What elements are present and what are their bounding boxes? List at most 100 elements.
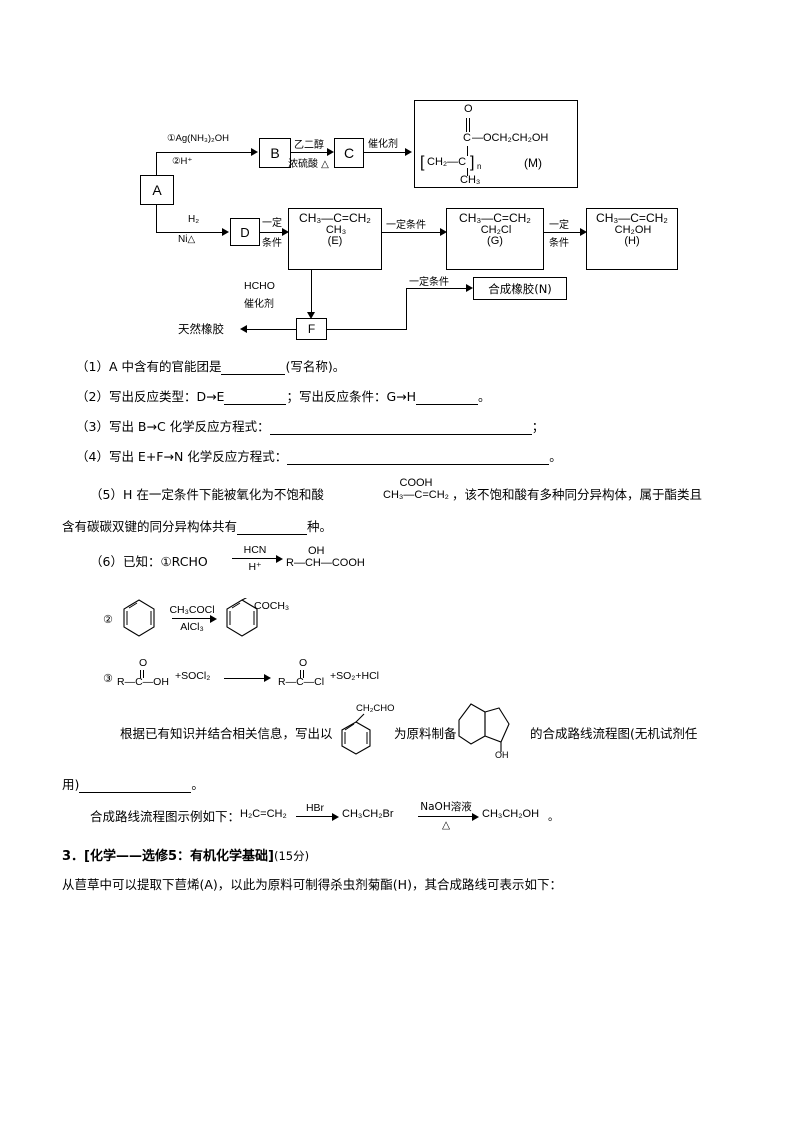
flowchart-box-h: [586, 208, 678, 270]
hint-3-product-tail: +SO₂+HCl: [330, 670, 380, 682]
box-f-label: F: [307, 322, 316, 336]
hint-2-reagent-below: AlCl₃: [180, 621, 204, 633]
question-4: （4）写出 E+F→N 化学反应方程式： 。: [76, 446, 562, 465]
example-route-arrow-1: HBr: [296, 802, 334, 817]
connector-a-up: [156, 152, 157, 176]
flowchart-box-c: C: [334, 138, 364, 168]
question-4-text: （4）写出 E+F→N 化学反应方程式：: [76, 449, 288, 464]
section-3-intro-text: 从苣草中可以提取下苣烯(A)，以此为原料可制得杀虫剂菊酯(H)，其合成路线可表示…: [62, 877, 562, 892]
arrowhead-g-to-h: [580, 228, 587, 236]
condition-sulfuric-acid: 浓硫酸 △: [288, 159, 329, 170]
hint-3-arrowhead: [264, 674, 271, 682]
connector-a-down: [156, 205, 157, 232]
synthesis-flowchart: A ①Ag(NH₃)₂OH ②H⁺ B 乙二醇 浓硫酸 △ C 催化剂: [0, 0, 794, 345]
section-3-score: (15分): [273, 849, 310, 863]
condition-certain-synthetic: 一定条件: [409, 277, 449, 288]
example-route-start: H₂C=CH₂: [240, 808, 287, 820]
question-6-task-text-b: 为原料制备: [394, 726, 457, 741]
question-5-acid-structure: COOH CH₃—C=CH₂: [376, 477, 456, 501]
question-6-task-text-c: 的合成路线流程图(无机试剂任: [530, 726, 698, 741]
arrowhead-a-to-b: [251, 148, 258, 156]
example-route-reagent-2: NaOH溶液: [420, 801, 472, 813]
condition-certain-cond-1: 一定条件: [386, 220, 426, 231]
hint-2-product-ring: [226, 598, 258, 637]
question-6-task-b: 为原料制备: [394, 723, 457, 742]
question-3-tail: ；: [531, 419, 545, 434]
section-3-number: 3．: [62, 849, 85, 864]
question-2-text-b: ；写出反应条件：G→H: [286, 389, 417, 404]
e-branch: CH₃: [325, 223, 347, 236]
arrowhead-e-to-f: [307, 312, 315, 319]
condition-h2: H₂: [188, 214, 200, 225]
hint-2-product-label: COCH₃: [254, 600, 290, 612]
condition-certain-3a: 一定: [549, 220, 569, 231]
example-route-arrow-2: NaOH溶液 △: [418, 801, 474, 831]
e-compound-label: (E): [327, 235, 343, 248]
h-branch: CH₂OH: [614, 223, 652, 236]
m-structure: O C —OCH₂CH₂OH [ CH₂—C ] n CH₃ (M): [414, 100, 578, 188]
m-ester-group: —OCH₂CH₂OH: [472, 132, 549, 144]
arrowhead-d-to-e: [282, 228, 289, 236]
question-5-text-b: ，该不饱和酸有多种同分异构体，属于酯类且: [452, 484, 702, 503]
section-3-title: [化学——选修5：有机化学基础]: [84, 849, 274, 864]
acid-carboxyl-group: COOH: [399, 477, 433, 489]
target-product-hydroxyl-label: OH: [495, 750, 509, 760]
hint-3-product-oxygen: O: [299, 657, 308, 669]
g-structure: CH₃—C=CH₂ CH₂Cl (G): [446, 212, 544, 248]
m-methyl: CH₃: [460, 174, 481, 186]
flowchart-box-f: F: [296, 318, 327, 340]
question-1-blank[interactable]: [221, 359, 286, 375]
m-bracket-close: ]: [470, 154, 475, 171]
question-1-text: （1）A 中含有的官能团是: [76, 359, 222, 374]
condition-hcho-catalyst: 催化剂: [244, 299, 274, 310]
example-route-intermediate: CH₃CH₂Br: [342, 808, 394, 820]
question-3-text: （3）写出 B→C 化学反应方程式：: [76, 419, 270, 434]
arrowhead-a-to-d: [222, 228, 229, 236]
m-ester-carbon: C: [463, 132, 471, 144]
m-bracket-open: [: [420, 154, 425, 171]
m-repeat-subscript: n: [477, 162, 482, 171]
question-2-blank-a[interactable]: [224, 389, 287, 405]
hint-1-reagent-below: H⁺: [248, 561, 262, 573]
m-carbonyl-oxygen: O: [464, 103, 473, 115]
box-b-label: B: [270, 145, 280, 161]
hint-3-reactant-double-bond-left: [140, 670, 141, 678]
starting-material-label: CH₂CHO: [356, 703, 395, 714]
condition-certain-2: 条件: [262, 238, 282, 249]
question-5-blank[interactable]: [237, 519, 308, 535]
question-3: （3）写出 B→C 化学反应方程式： ；: [76, 416, 544, 435]
h-structure: CH₃—C=CH₂ CH₂OH (H): [586, 212, 678, 248]
hint-3-reactant-double-bond-right: [143, 670, 144, 678]
hint-2-marker: ②: [103, 614, 113, 626]
flowchart-box-a: A: [140, 175, 174, 205]
question-5-line-1: （5）H 在一定条件下能被氧化为不饱和酸: [90, 484, 324, 503]
question-6-task-c: 的合成路线流程图(无机试剂任: [530, 723, 697, 742]
m-backbone: CH₂—C: [427, 156, 467, 168]
condition-catalyst-m: 催化剂: [368, 139, 398, 150]
flowchart-box-e: [288, 208, 382, 270]
m-double-bond-right: [469, 118, 470, 132]
condition-acid: ②H⁺: [172, 156, 193, 167]
starting-material-phenylacetaldehyde: [341, 713, 371, 755]
question-4-blank[interactable]: [287, 449, 550, 465]
hint-3-marker: ③: [103, 673, 113, 685]
section-3-intro: 从苣草中可以提取下苣烯(A)，以此为原料可制得杀虫剂菊酯(H)，其合成路线可表示…: [62, 874, 562, 893]
hint-3-product-double-bond-left: [300, 670, 301, 678]
example-route-condition-2: △: [441, 819, 451, 831]
example-route-arrowhead-2: [472, 813, 479, 821]
flowchart-box-d: D: [230, 218, 260, 246]
question-6-task-text-a: 根据已有知识并结合相关信息，写出以: [120, 726, 333, 741]
question-6-blank[interactable]: [79, 777, 192, 793]
question-5-line-2: 含有碳碳双键的同分异构体共有 种。: [62, 516, 332, 535]
connector-c-to-m: [364, 152, 409, 153]
example-route-lead-text: 合成路线流程图示例如下：: [90, 809, 241, 824]
condition-glycol: 乙二醇: [294, 140, 324, 151]
question-6-task-a: 根据已有知识并结合相关信息，写出以: [120, 723, 333, 742]
box-d-label: D: [240, 224, 250, 240]
flowchart-box-b: B: [259, 138, 291, 168]
box-a-label: A: [152, 182, 162, 198]
question-3-blank[interactable]: [269, 419, 532, 435]
question-6-task-tail: 。: [191, 777, 204, 792]
m-bond-to-methyl: [467, 168, 468, 176]
question-2-blank-b[interactable]: [416, 389, 479, 405]
